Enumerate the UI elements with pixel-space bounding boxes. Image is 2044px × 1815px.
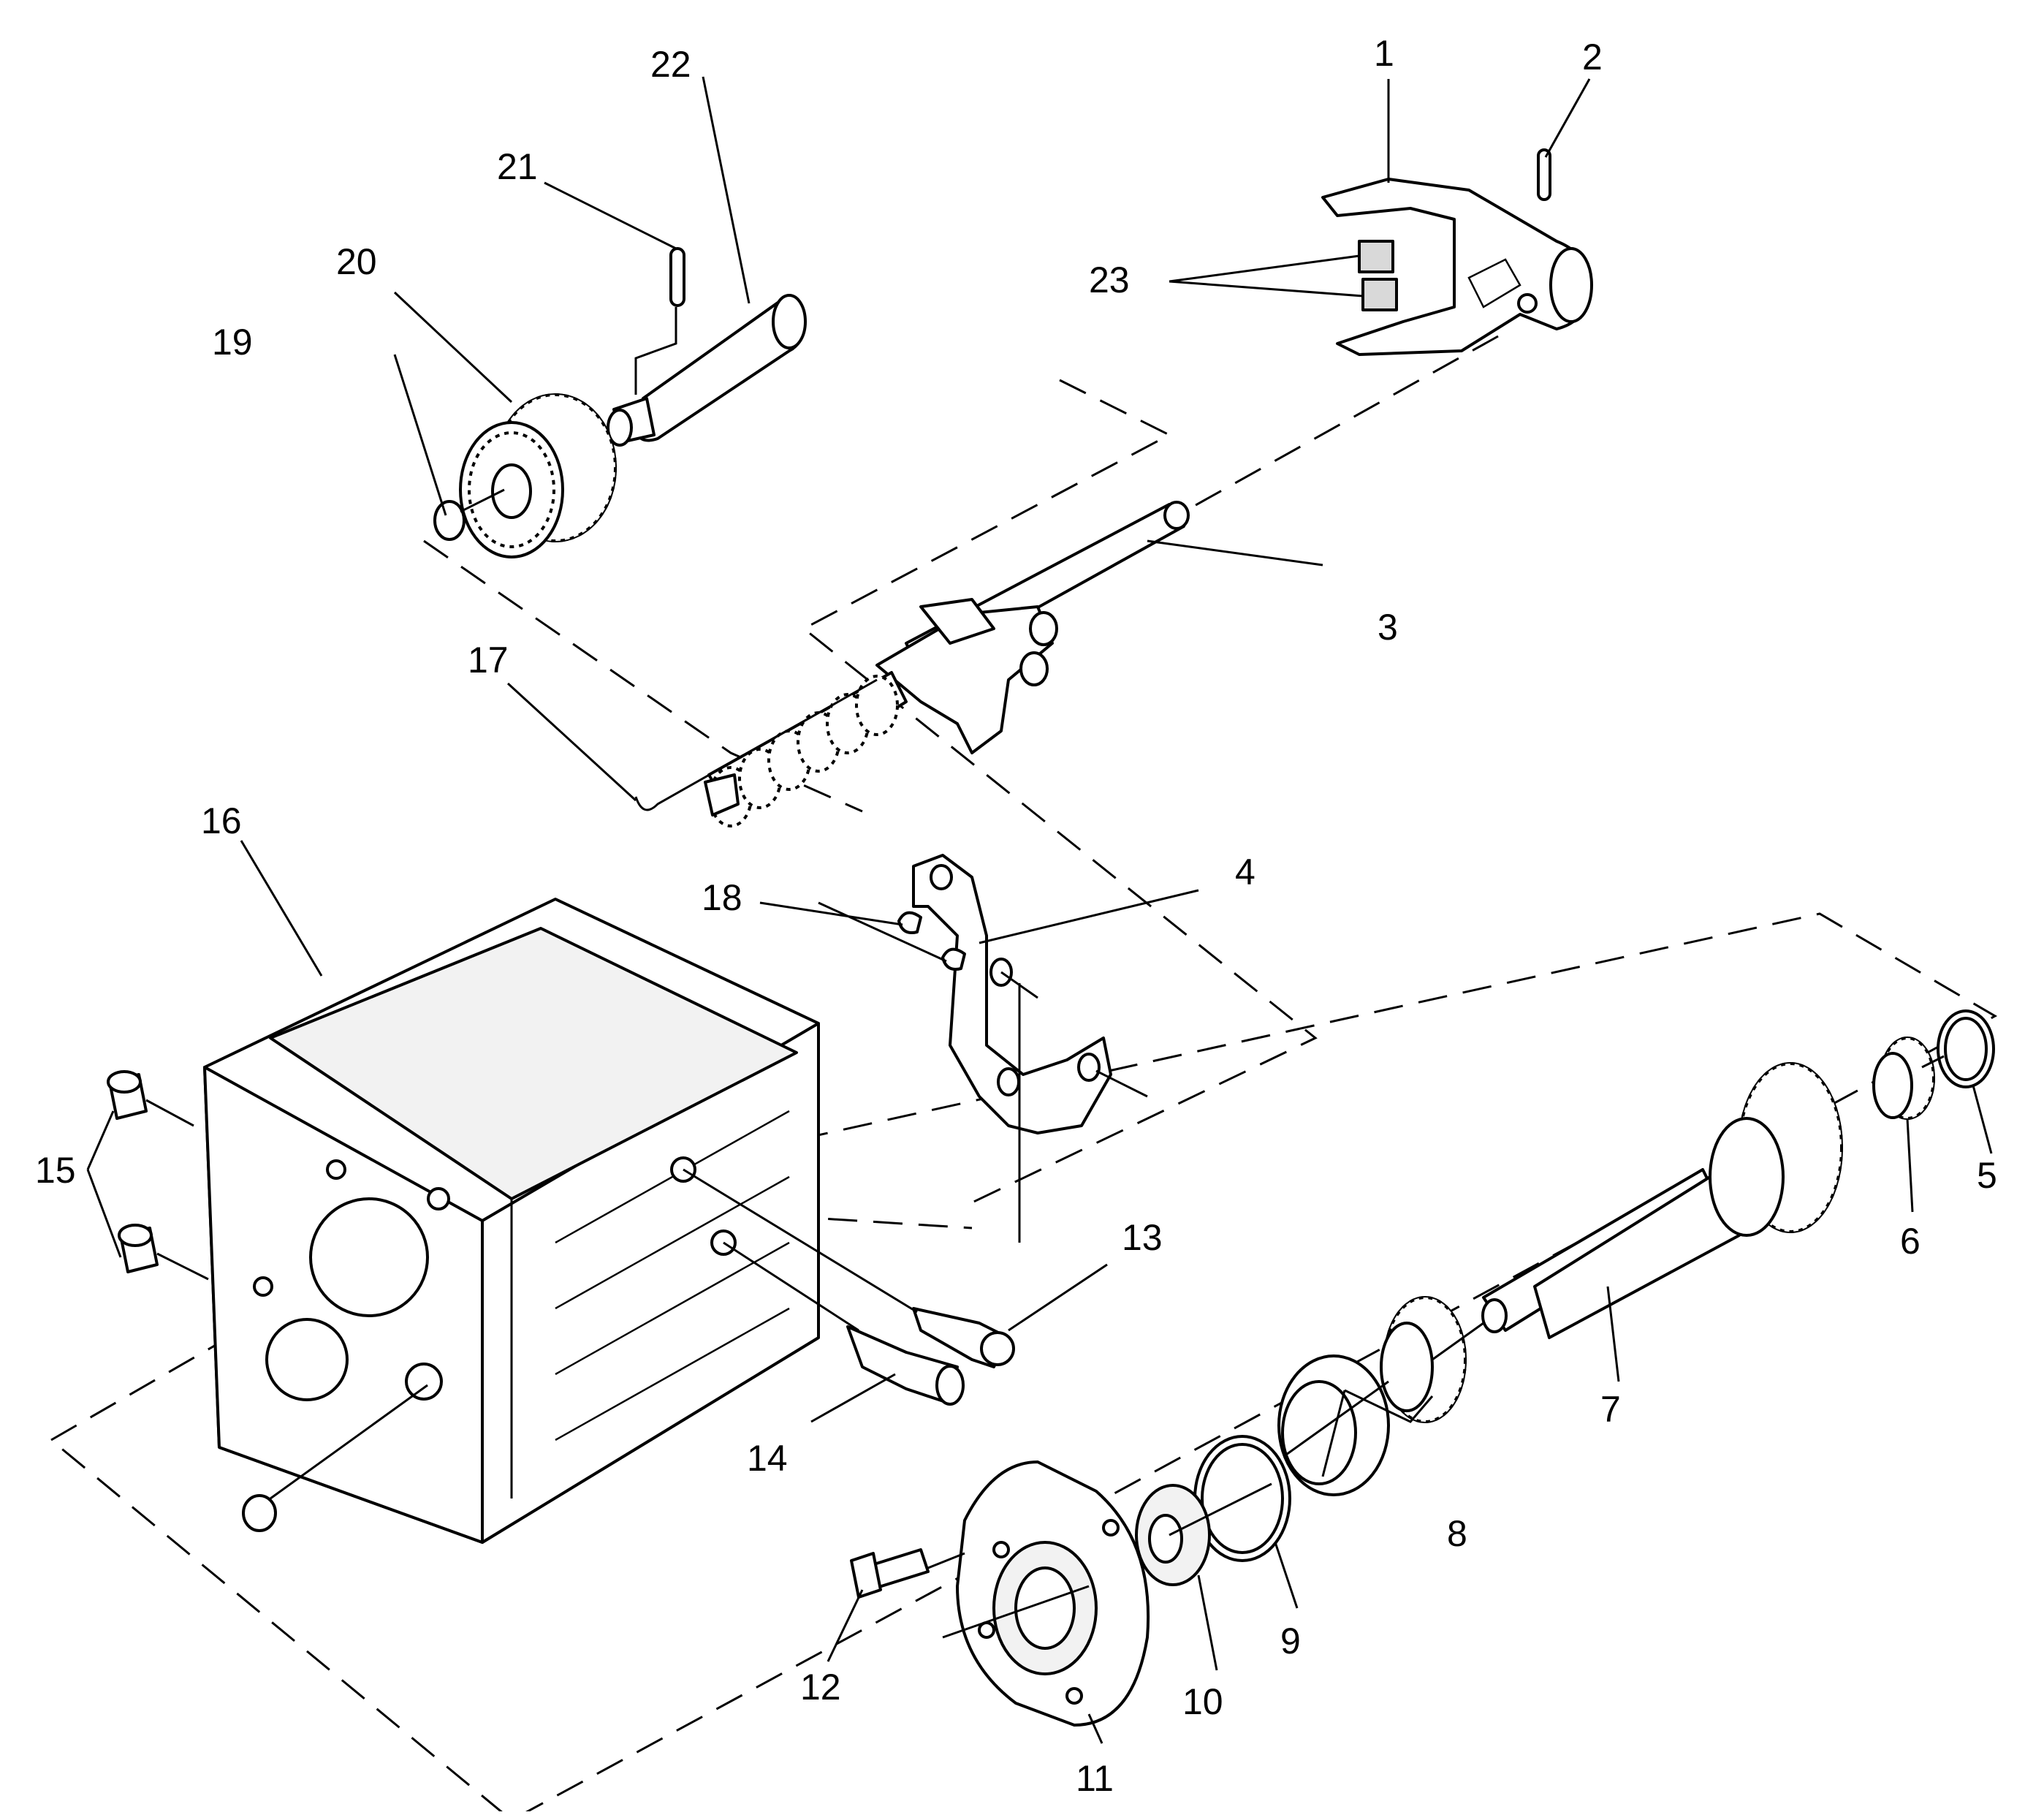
leader-lines — [86, 76, 1993, 1744]
callout-1: 1 — [1374, 33, 1394, 74]
transmission-case-16 — [203, 898, 820, 1544]
callout-20: 20 — [336, 241, 377, 282]
bearing-8 — [1277, 1296, 1467, 1496]
bracket-4 — [912, 854, 1112, 1134]
gear-20 — [459, 393, 617, 558]
bracket-axis-lines — [1000, 971, 1148, 1243]
callout-5: 5 — [1977, 1155, 1997, 1196]
callout-12: 12 — [800, 1667, 841, 1708]
bolt-14 — [846, 1325, 965, 1406]
retainer-11 — [956, 1460, 1150, 1727]
shift-shaft-3 — [634, 501, 1190, 827]
callout-19: 19 — [212, 322, 253, 363]
bolt-14-axis — [723, 1241, 859, 1332]
case-o-ring — [242, 1384, 428, 1532]
seal-10 — [1135, 1484, 1211, 1586]
snap-ring-19 — [433, 488, 505, 541]
pin-21 — [669, 247, 685, 307]
bolt-13-axis — [683, 1168, 918, 1314]
main-shaft-7 — [1481, 1062, 1843, 1339]
callout-18: 18 — [702, 877, 742, 918]
clips-18 — [897, 911, 966, 971]
callout-14: 14 — [747, 1438, 788, 1479]
snap-ring-5 — [1937, 1009, 1995, 1088]
callout-22: 22 — [650, 44, 691, 85]
callout-15: 15 — [35, 1150, 76, 1191]
shift-fork-1 — [1321, 178, 1593, 356]
callout-8: 8 — [1447, 1513, 1467, 1554]
roll-pin-2 — [1537, 148, 1551, 201]
dash-fork-to-shaft — [1183, 335, 1499, 513]
callout-7: 7 — [1600, 1389, 1621, 1430]
callout-16: 16 — [201, 800, 242, 841]
callout-2: 2 — [1582, 37, 1603, 77]
needle-bearing-6 — [1872, 1037, 1935, 1120]
dash-shaft-box — [802, 379, 1318, 1208]
callout-21: 21 — [497, 146, 538, 187]
callout-17: 17 — [468, 640, 509, 681]
callout-4: 4 — [1235, 852, 1255, 893]
callout-13: 13 — [1122, 1217, 1163, 1258]
callout-10: 10 — [1182, 1681, 1223, 1722]
bolt-12 — [850, 1548, 930, 1599]
callout-6: 6 — [1900, 1221, 1920, 1262]
callout-labels: 1 2 3 4 5 6 7 8 9 10 11 12 13 14 15 16 1… — [35, 33, 1997, 1799]
callout-11: 11 — [1076, 1758, 1114, 1799]
shaft-22 — [607, 294, 807, 447]
callout-3: 3 — [1378, 607, 1398, 648]
dash-gear-path — [423, 539, 863, 813]
dowels-15 — [107, 1070, 209, 1281]
bolt-13 — [912, 1307, 1015, 1368]
callout-23: 23 — [1089, 259, 1130, 300]
fork-pads-23 — [1358, 240, 1398, 311]
callout-9: 9 — [1280, 1621, 1301, 1661]
